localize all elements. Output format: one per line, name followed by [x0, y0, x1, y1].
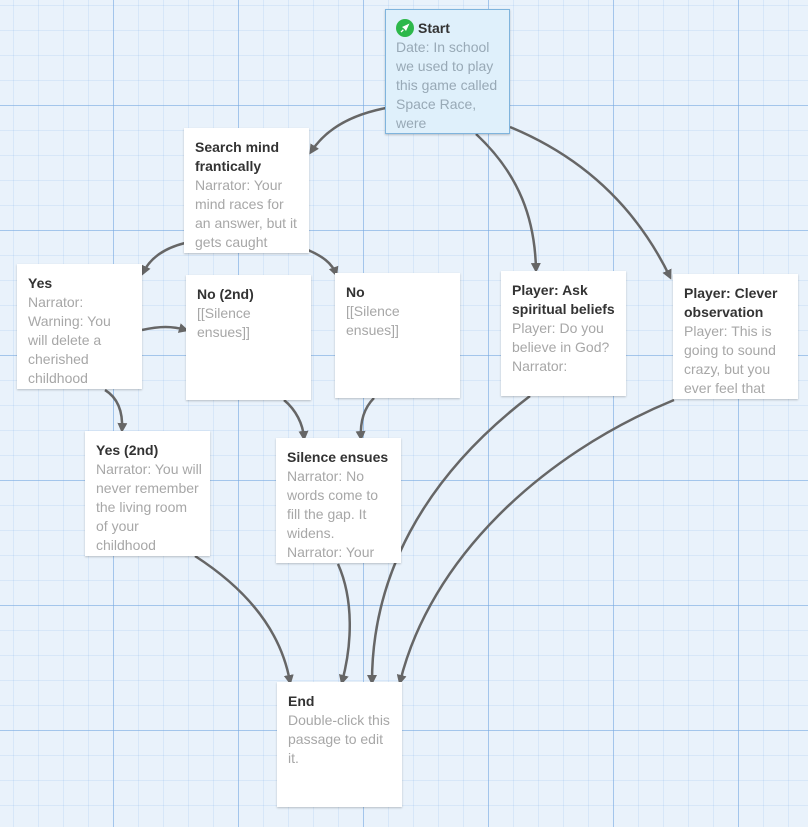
passage-excerpt: Narrator: Your mind races for an answer,… [195, 177, 297, 250]
passage-ask-spiritual-beliefs[interactable]: Player: Ask spiritual beliefs Player: Do… [501, 271, 626, 396]
passage-title: Player: Ask spiritual beliefs [512, 282, 615, 317]
link-no-2nd-to-silence-ensues [283, 399, 309, 441]
passage-excerpt: Player: Do you believe in God? Narrator: [512, 320, 610, 374]
link-search-mind-to-yes [141, 241, 186, 276]
passage-title: Start [396, 19, 501, 38]
passage-clever-observation[interactable]: Player: Clever observation Player: This … [673, 274, 798, 399]
passage-yes-2nd[interactable]: Yes (2nd) Narrator: You will never remem… [85, 431, 210, 556]
passage-excerpt: Double-click this passage to edit it. [288, 712, 390, 766]
link-clever-observation-to-end [396, 398, 675, 685]
passage-excerpt: Date: In school we used to play this gam… [396, 39, 498, 131]
passage-no-2nd[interactable]: No (2nd) [[Silence ensues]] [186, 275, 311, 400]
passage-no[interactable]: No [[Silence ensues]] [335, 273, 460, 398]
passage-title: Search mind frantically [195, 139, 280, 174]
passage-title: Yes (2nd) [96, 442, 159, 458]
link-start-to-clever-observation [509, 125, 672, 280]
link-start-to-search-mind [309, 106, 387, 155]
passage-start[interactable]: Start Date: In school we used to play th… [385, 9, 510, 134]
passage-end[interactable]: End Double-click this passage to edit it… [277, 682, 402, 807]
passage-excerpt: [[Silence ensues]] [346, 303, 400, 338]
link-no-to-silence-ensues [355, 397, 375, 441]
passage-excerpt: [[Silence ensues]] [197, 305, 251, 340]
link-yes-to-no-2nd [141, 323, 189, 333]
passage-title: End [288, 693, 315, 709]
passage-title: No (2nd) [197, 286, 254, 302]
link-silence-ensues-to-end [336, 563, 351, 685]
passage-excerpt: Player: This is going to sound crazy, bu… [684, 323, 776, 396]
link-yes-to-yes-2nd [104, 388, 128, 433]
link-yes-2nd-to-end [194, 554, 294, 685]
passage-title: No [346, 284, 365, 300]
passage-title: Silence ensues [287, 449, 389, 465]
passage-yes[interactable]: Yes Narrator: Warning: You will delete a… [17, 264, 142, 389]
rocket-icon [396, 19, 414, 37]
passage-excerpt: Narrator: No words come to fill the gap.… [287, 468, 379, 560]
passage-silence-ensues[interactable]: Silence ensues Narrator: No words come t… [276, 438, 401, 563]
passage-excerpt: Narrator: Warning: You will delete a che… [28, 294, 111, 386]
passage-search-mind-frantically[interactable]: Search mind frantically Narrator: Your m… [184, 128, 309, 253]
link-start-to-ask-spiritual [475, 133, 541, 273]
passage-title: Player: Clever observation [684, 285, 778, 320]
link-search-mind-to-no [307, 248, 339, 277]
passage-title-text: Start [418, 20, 450, 36]
passage-excerpt: Narrator: You will never remember the li… [96, 461, 202, 553]
passage-title: Yes [28, 275, 53, 291]
